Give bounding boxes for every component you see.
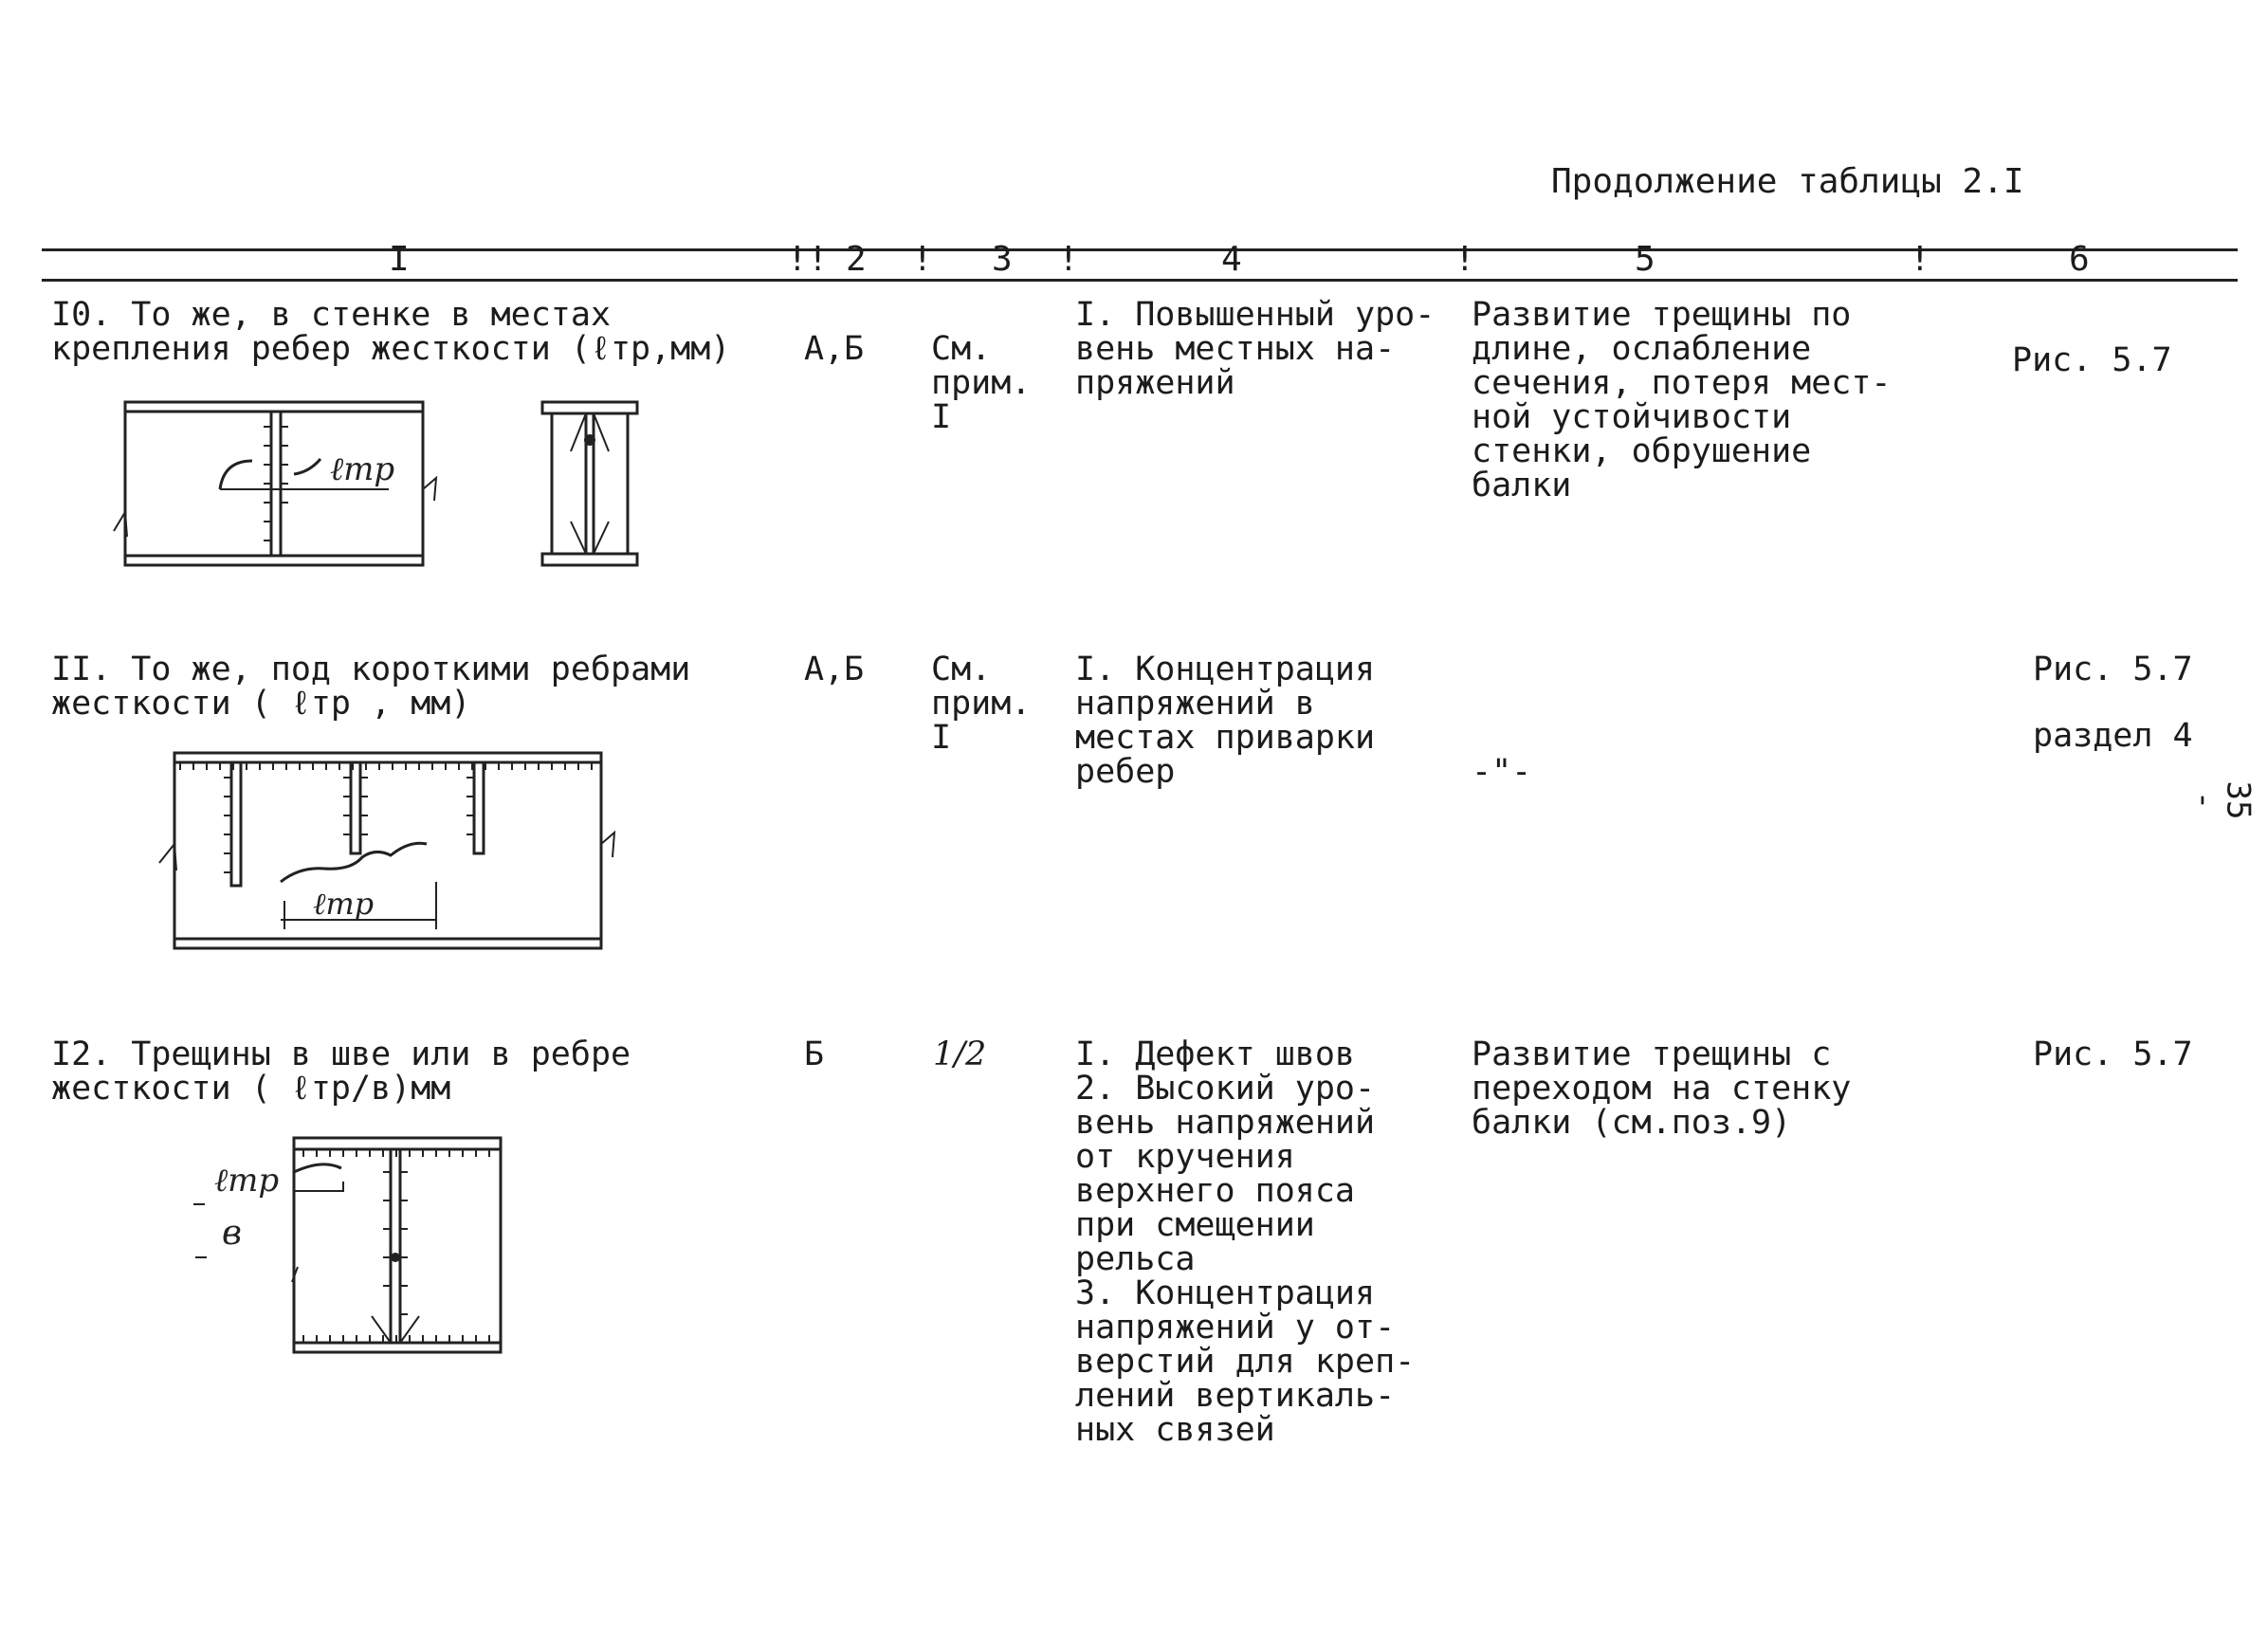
row-10-description: I0. То же, в стенке в местах крепления р… bbox=[51, 296, 731, 368]
row-12-crack-length-label: ℓтр bbox=[214, 1162, 279, 1200]
row-12-description: I2. Трещины в шве или в ребре жесткости … bbox=[51, 1035, 631, 1108]
header-bottom-rule bbox=[42, 279, 2238, 282]
row-10-causes: I. Повышенный уро- вень местных на- пряж… bbox=[1075, 296, 1436, 402]
header-col-5: 5 bbox=[1635, 240, 1655, 279]
row-10-beam-elevation-sketch: ℓтр bbox=[104, 398, 465, 569]
row-11-class: См. прим. I bbox=[931, 650, 1032, 757]
row-12-consequences: Развитие трещины с переходом на стенку б… bbox=[1472, 1035, 1852, 1142]
row-12-category: Б bbox=[804, 1035, 825, 1073]
header-col-3: 3 bbox=[992, 240, 1013, 279]
row-12-causes: I. Дефект швов 2. Высокий уро- вень напр… bbox=[1075, 1035, 1416, 1449]
row-10-crack-length-label: ℓтр bbox=[330, 450, 394, 488]
page-number-text: - 35 - bbox=[2185, 780, 2268, 820]
row-11-causes: I. Концентрация напряжений в местах прив… bbox=[1075, 650, 1376, 791]
row-10-beam-section-sketch bbox=[539, 398, 643, 569]
header-sep-2: ! bbox=[912, 240, 933, 279]
row-12-width-label: в bbox=[222, 1214, 242, 1253]
row-12-class: 1/2 bbox=[933, 1035, 987, 1073]
row-10-category: А,Б bbox=[804, 330, 865, 368]
header-col-4: 4 bbox=[1221, 240, 1242, 279]
header-sep-5: ! bbox=[1910, 240, 1930, 279]
row-10-class: См. прим. I bbox=[931, 330, 1032, 436]
row-11-beam-short-ribs-sketch: ℓтр bbox=[152, 749, 626, 958]
table-continuation-title: Продолжение таблицы 2.I bbox=[1551, 162, 2024, 201]
row-11-consequences: -"- bbox=[1472, 753, 1532, 791]
row-11-reference-section: раздел 4 bbox=[2033, 717, 2193, 755]
row-12-weld-crack-sketch: ℓтр в bbox=[186, 1134, 508, 1358]
row-11-crack-length-label: ℓтр bbox=[313, 886, 374, 922]
page-number: - 35 - bbox=[2185, 749, 2268, 852]
row-12-reference: Рис. 5.7 bbox=[2033, 1035, 2193, 1073]
row-10-reference: Рис. 5.7 bbox=[2012, 341, 2172, 379]
header-sep-3: ! bbox=[1058, 240, 1079, 279]
row-11-category: А,Б bbox=[804, 650, 865, 688]
header-sep-1: !! bbox=[787, 240, 829, 279]
row-10-consequences: Развитие трещины по длине, ослабление се… bbox=[1472, 296, 1892, 504]
header-top-rule bbox=[42, 248, 2238, 251]
header-col-1: I bbox=[389, 240, 410, 279]
header-col-2: 2 bbox=[846, 240, 867, 279]
header-sep-4: ! bbox=[1454, 240, 1475, 279]
row-11-description: II. То же, под короткими ребрами жесткос… bbox=[51, 650, 691, 723]
row-11-reference-figure: Рис. 5.7 bbox=[2033, 650, 2193, 688]
header-col-6: 6 bbox=[2069, 240, 2090, 279]
